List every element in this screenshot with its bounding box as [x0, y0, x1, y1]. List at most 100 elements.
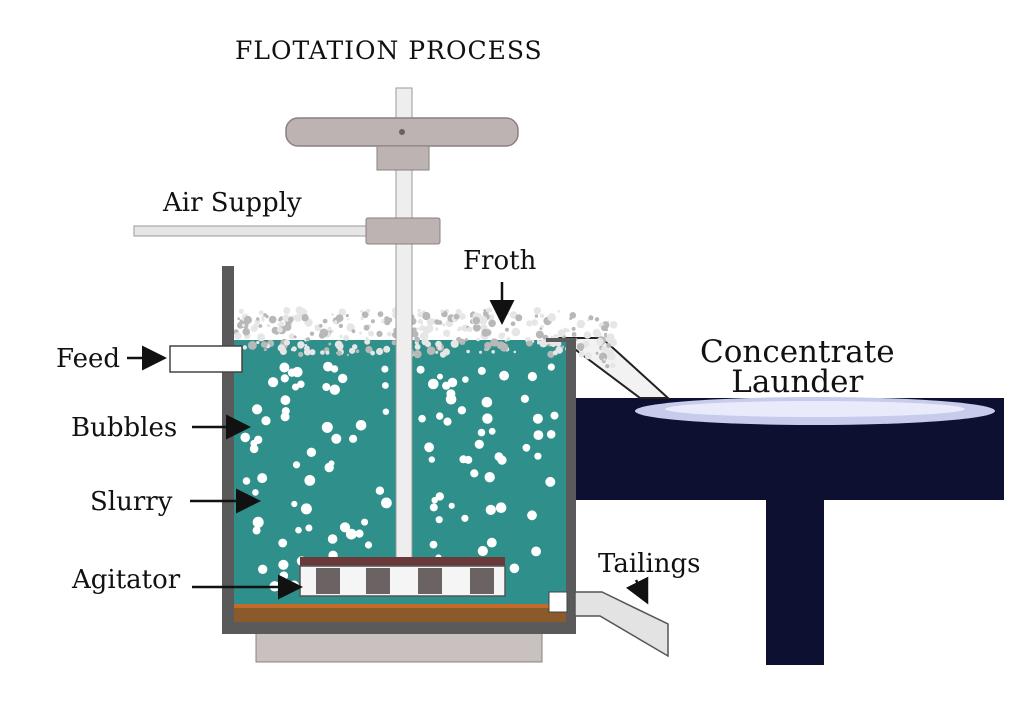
froth-speck	[391, 340, 397, 346]
bubble	[381, 365, 389, 373]
froth-speck	[472, 323, 481, 332]
froth-speck	[271, 326, 279, 334]
froth-speck	[345, 314, 349, 318]
bubble	[242, 477, 251, 485]
bubble	[375, 486, 385, 495]
froth-speck	[279, 321, 285, 327]
froth-speck	[263, 348, 267, 352]
tailings-pipe	[574, 591, 669, 658]
bubble	[295, 526, 302, 534]
bubble	[382, 408, 390, 415]
froth-speck	[336, 342, 344, 351]
froth-speck	[506, 336, 511, 341]
froth-speck	[309, 349, 316, 356]
froth-speck	[277, 326, 283, 333]
froth-speck	[506, 312, 510, 316]
bubble	[485, 504, 496, 515]
bubble	[477, 545, 488, 557]
froth-speck	[241, 323, 246, 327]
froth-speck	[293, 335, 297, 339]
bubble	[429, 540, 438, 549]
froth-speck	[261, 315, 265, 319]
froth-speck	[434, 319, 440, 325]
bubble	[443, 417, 452, 426]
froth-speck	[333, 320, 338, 325]
bubble	[477, 366, 486, 375]
froth-speck	[505, 327, 509, 332]
froth-speck	[578, 351, 585, 358]
froth-speck	[339, 334, 343, 338]
tank-floor	[222, 622, 576, 634]
bubble	[279, 571, 289, 580]
froth-speck	[569, 312, 577, 319]
bubble	[488, 427, 496, 435]
launder-froth	[665, 401, 965, 417]
froth-speck	[420, 321, 424, 325]
bubble	[416, 365, 425, 374]
froth-speck	[414, 336, 420, 343]
froth-speck	[384, 316, 390, 322]
bubble	[534, 452, 542, 460]
froth-speck	[498, 332, 505, 339]
bubble	[481, 396, 493, 408]
froth-speck	[440, 309, 444, 313]
bubble	[257, 473, 268, 484]
bubble	[304, 475, 316, 486]
bubble	[527, 371, 538, 382]
froth-speck	[435, 327, 439, 331]
froth-speck	[531, 319, 538, 326]
froth-speck	[419, 331, 429, 341]
bubble	[457, 406, 467, 415]
froth-speck	[467, 326, 473, 333]
feed-label: Feed	[56, 344, 121, 374]
froth-speck	[484, 329, 492, 336]
agitator-label: Agitator	[72, 565, 181, 595]
froth-speck	[290, 347, 295, 352]
tailings-outlet	[548, 591, 669, 658]
bubble	[258, 564, 268, 574]
froth-speck	[484, 341, 492, 350]
tank-left-wall	[222, 266, 234, 634]
froth-speck	[417, 308, 421, 313]
froth-speck	[470, 315, 473, 318]
bubble	[328, 460, 335, 467]
froth-speck	[594, 317, 600, 322]
froth-speck	[365, 346, 373, 354]
froth-speck	[297, 341, 305, 349]
concentrate-launder	[557, 337, 1004, 665]
froth-speck	[537, 339, 540, 343]
bubble	[252, 516, 264, 528]
froth-speck	[306, 337, 310, 342]
bubble	[531, 546, 541, 557]
froth-speck	[490, 338, 499, 347]
froth-speck	[261, 318, 265, 322]
bubble	[474, 439, 484, 449]
froth-speck	[486, 307, 492, 313]
bubble	[424, 442, 434, 453]
bubble	[261, 416, 271, 426]
froth-speck	[435, 350, 439, 354]
froth-speck	[557, 329, 566, 337]
bubble	[306, 447, 317, 457]
bubble	[381, 497, 392, 509]
froth-speck	[383, 345, 391, 353]
froth-speck	[510, 321, 516, 327]
bubble	[448, 502, 455, 509]
froth-speck	[238, 308, 244, 314]
bubble	[300, 503, 312, 515]
bubble	[477, 428, 486, 437]
bubble	[382, 382, 389, 389]
froth-speck	[239, 319, 243, 323]
froth-speck	[283, 307, 291, 315]
froth-speck	[370, 350, 375, 356]
froth-speck	[511, 327, 521, 337]
froth-speck	[293, 313, 302, 322]
impeller-blade	[316, 568, 340, 594]
froth-speck	[459, 314, 464, 319]
bubble	[280, 395, 291, 406]
froth-speck	[459, 338, 466, 345]
froth-speck	[478, 313, 482, 317]
froth-speck	[569, 317, 573, 320]
diagram-title: FLOTATION PROCESS	[235, 36, 543, 65]
tank-right-wall	[566, 338, 576, 634]
